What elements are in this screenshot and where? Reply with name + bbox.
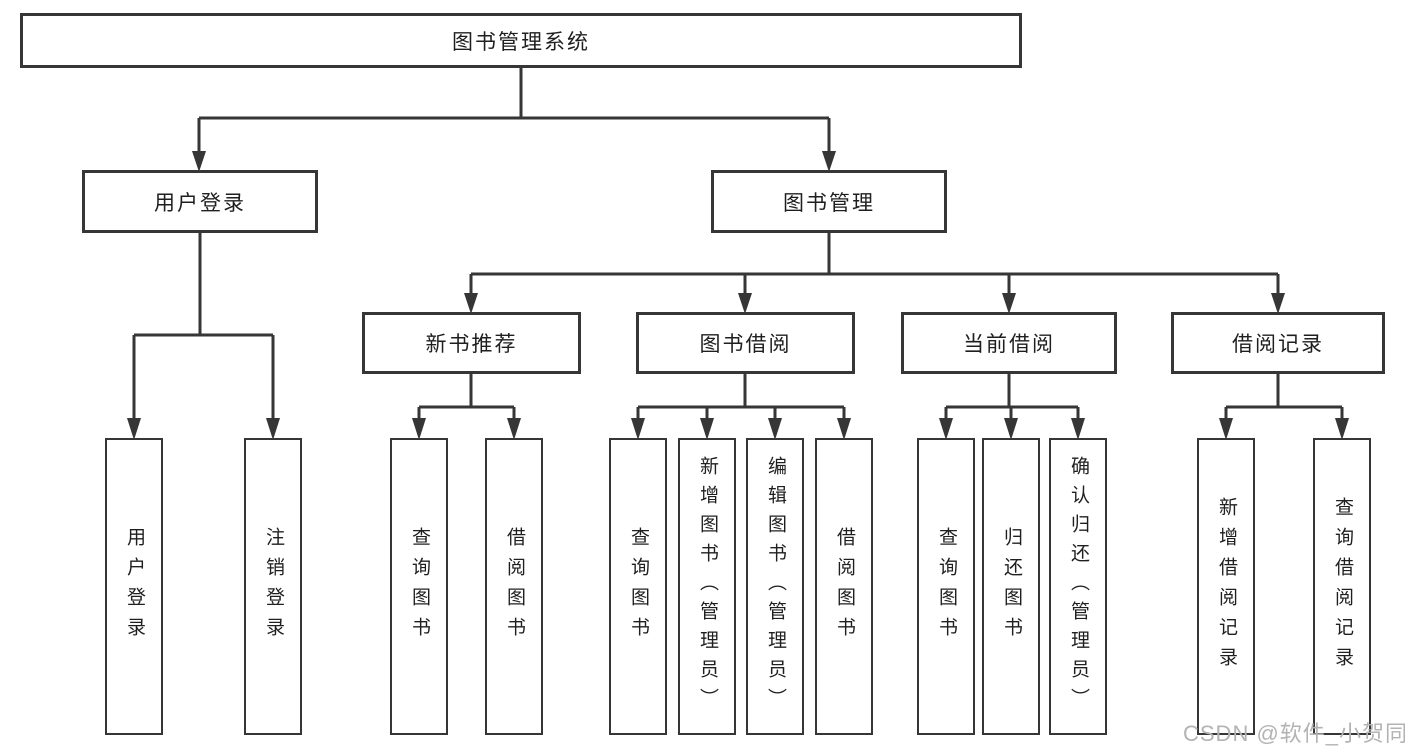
arrowhead-borrow-edit [768, 418, 782, 440]
arrowhead-current-query [939, 418, 953, 440]
arrowhead-current-return [1004, 418, 1018, 440]
leaf-records-add-record: 新增借阅记录 [1197, 438, 1255, 735]
connector-book-management-to-level3 [464, 233, 1285, 314]
arrowhead-user-login-leaf [127, 418, 141, 440]
connector-borrow-to-leaves [631, 374, 851, 440]
connector-current-to-leaves [939, 374, 1085, 440]
arrowhead-borrow-add [700, 418, 714, 440]
leaf-borrow-borrow-books: 借阅图书 [815, 438, 873, 735]
arrowhead-borrow-borrow [837, 418, 851, 440]
leaf-user-login: 用户登录 [105, 438, 163, 735]
arrowhead-book-borrow [738, 293, 752, 314]
arrowhead-user-login [192, 151, 206, 172]
arrowhead-current-confirm [1071, 418, 1085, 440]
connector-root-to-level2 [192, 68, 836, 172]
leaf-recommend-query-books: 查询图书 [390, 438, 448, 735]
connector-records-to-leaves [1219, 374, 1349, 440]
arrowhead-records-query [1335, 418, 1349, 440]
arrowhead-borrow-query [631, 418, 645, 440]
leaf-borrow-add-books-admin: 新增图书（管理员） [678, 438, 736, 735]
csdn-watermark: CSDN @软件_小贺同学 [1183, 721, 1405, 746]
arrowhead-recommend-query [412, 418, 426, 440]
arrowhead-current-borrow [1002, 293, 1016, 314]
arrowhead-new-book-recommend [464, 293, 478, 314]
arrowhead-records-add [1219, 418, 1233, 440]
arrowhead-recommend-borrow [507, 418, 521, 440]
connector-user-login-to-leaves [127, 233, 280, 440]
node-new-book-recommend: 新书推荐 [362, 312, 581, 374]
leaf-current-return-books: 归还图书 [982, 438, 1040, 735]
leaf-borrow-query-books: 查询图书 [609, 438, 667, 735]
node-library-management-system: 图书管理系统 [20, 13, 1022, 68]
leaf-current-confirm-return-admin: 确认归还（管理员） [1049, 438, 1107, 735]
leaf-current-query-books: 查询图书 [917, 438, 975, 735]
node-book-borrow: 图书借阅 [636, 312, 855, 374]
leaf-recommend-borrow-books: 借阅图书 [485, 438, 543, 735]
leaf-logout: 注销登录 [244, 438, 302, 735]
node-book-management: 图书管理 [711, 170, 947, 233]
arrowhead-logout-leaf [266, 418, 280, 440]
connector-recommend-to-leaves [412, 374, 521, 440]
node-borrow-records: 借阅记录 [1171, 312, 1385, 374]
leaf-records-query-record: 查询借阅记录 [1313, 438, 1371, 735]
arrowhead-book-management [822, 151, 836, 172]
leaf-borrow-edit-books-admin: 编辑图书（管理员） [746, 438, 804, 735]
node-current-borrow: 当前借阅 [901, 312, 1117, 374]
arrowhead-borrow-records [1271, 293, 1285, 314]
node-user-login: 用户登录 [82, 170, 318, 233]
